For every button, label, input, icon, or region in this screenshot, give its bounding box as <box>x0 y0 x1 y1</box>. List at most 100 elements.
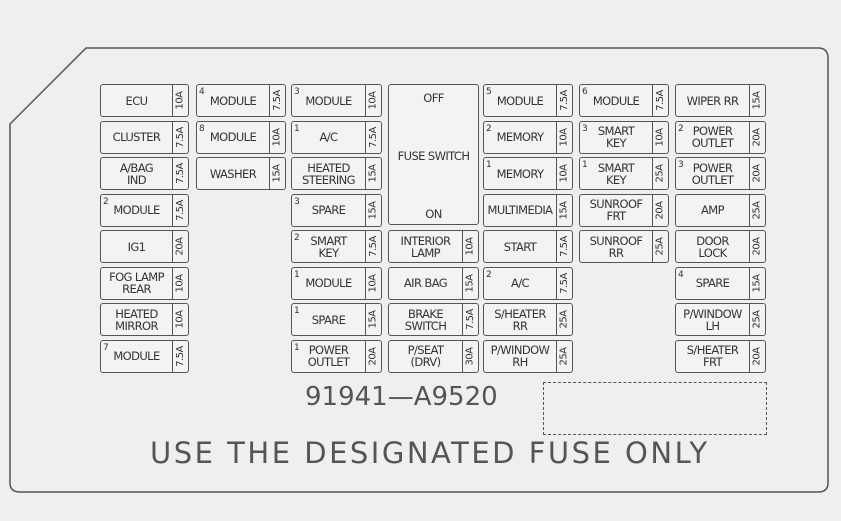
fuse-label: START <box>484 231 556 262</box>
fuse-rating: 7.5A <box>465 309 476 330</box>
fuse-index: 4 <box>199 87 205 97</box>
fuse-rating-tab: 25A <box>652 158 668 189</box>
fuse-index: 6 <box>582 87 588 97</box>
fuse-rating: 25A <box>655 164 667 183</box>
fuse-rating-tab: 25A <box>749 304 765 335</box>
fuse-label-line: (DRV) <box>410 355 441 369</box>
fuse-rating-tab: 15A <box>556 194 572 226</box>
fuse-rating: 7.5A <box>175 126 186 148</box>
fuse-rating: 20A <box>175 237 187 256</box>
fuse-rating-tab: 10A <box>269 121 285 153</box>
fuse-rating: 7.5A <box>559 272 570 294</box>
fuse-rating: 7.5A <box>175 199 186 221</box>
fuse-rating-tab: 20A <box>652 194 668 226</box>
fuse-rating: 7.5A <box>175 163 186 184</box>
fuse-cell[interactable]: P/SEAT(DRV)30A <box>388 339 479 373</box>
fuse-label-line: HEATED <box>115 306 158 321</box>
fuse-rating-tab: 7.5A <box>172 194 188 226</box>
fuse-label-line: RR <box>608 245 624 260</box>
fuse-label-line: MULTIMEDIA <box>487 203 553 217</box>
fuse-label-line: S/HEATER <box>494 306 546 321</box>
fuse-rating-tab: 15A <box>365 158 381 189</box>
fuse-index: 1 <box>294 269 300 280</box>
fuse-index: 3 <box>294 196 300 207</box>
fuse-rating: 15A <box>465 273 477 293</box>
fuse-rating: 15A <box>368 200 380 220</box>
fuse-rating-tab: 20A <box>749 158 765 189</box>
fuse-rating-tab: 10A <box>556 121 572 153</box>
fuse-rating: 15A <box>368 164 380 183</box>
fuse-label-line: KEY <box>605 172 627 187</box>
fuse-rating-tab: 10A <box>365 85 381 116</box>
fuse-rating-tab: 7.5A <box>172 158 188 189</box>
fuse-switch[interactable]: OFF FUSE SWITCH ON <box>388 84 479 225</box>
fuse-label-line: SUNROOF <box>589 197 643 211</box>
fuse-rating: 20A <box>752 346 764 366</box>
fuse-rating-tab: 20A <box>365 340 381 372</box>
fuse-label-line: RR <box>512 318 528 333</box>
fuse-rating-tab: 10A <box>556 158 572 189</box>
fuse-rating-tab: 7.5A <box>172 340 188 372</box>
fuse-rating-tab: 10A <box>172 85 188 116</box>
fuse-rating-tab: 30A <box>462 340 478 372</box>
fuse-label-line: SMART <box>597 124 635 138</box>
fuse-index: 7 <box>103 342 109 353</box>
fuse-label-line: LAMP <box>411 245 441 260</box>
fuse-rating-tab: 25A <box>749 194 765 226</box>
